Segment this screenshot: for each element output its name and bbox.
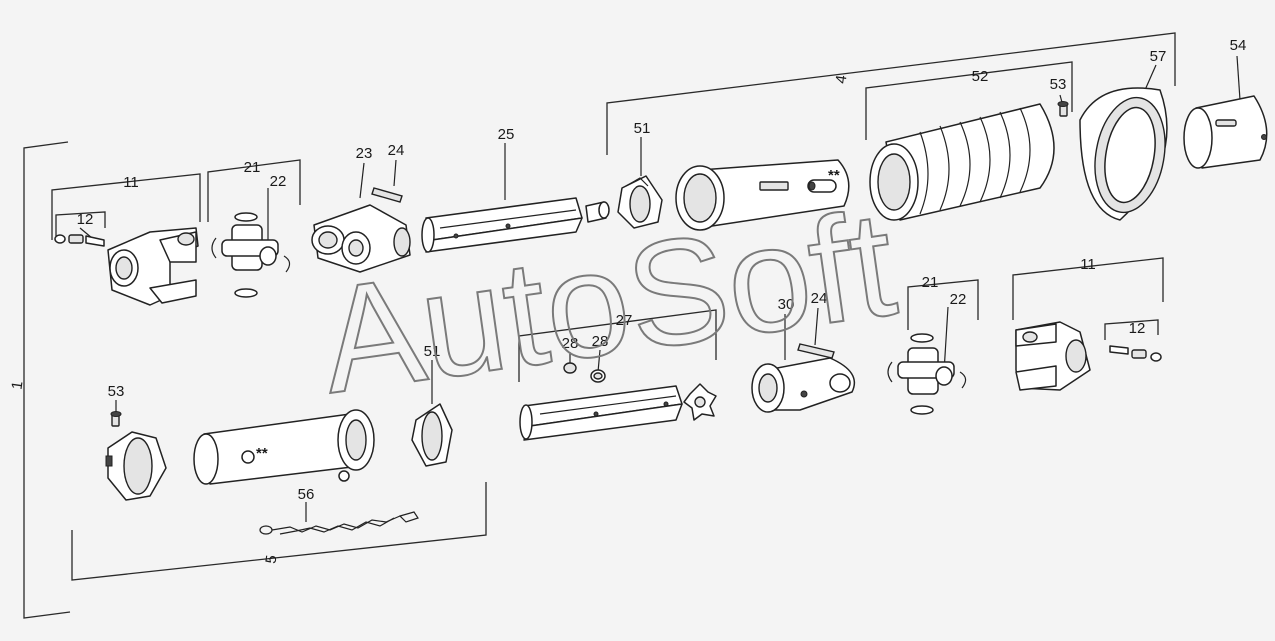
label-11-b: 11 bbox=[1080, 256, 1096, 273]
bracket-5 bbox=[71, 482, 487, 581]
part-12-bolt-a bbox=[54, 234, 105, 247]
part-inner-guard-tube: ** bbox=[193, 409, 375, 485]
label-12-a: 12 bbox=[77, 211, 94, 228]
label-12-b: 12 bbox=[1129, 320, 1146, 337]
part-11-yoke-b bbox=[1015, 321, 1091, 391]
part-24-pin-a bbox=[371, 187, 403, 203]
part-23-yoke-tube bbox=[311, 204, 411, 273]
bracket-52 bbox=[865, 61, 1073, 140]
callout-labels: 1 4 5 11 12 21 22 23 24 25 51 52 53 57 5… bbox=[9, 37, 1247, 565]
bracket-21b bbox=[907, 279, 979, 330]
part-28-grease-nipple-b bbox=[590, 369, 606, 383]
part-21-cross-a bbox=[211, 212, 291, 298]
label-22-b: 22 bbox=[950, 291, 967, 308]
label-54: 54 bbox=[1230, 37, 1247, 54]
label-51-b: 51 bbox=[424, 343, 441, 360]
part-25-profile-tube-inner bbox=[421, 197, 583, 253]
bracket-11b bbox=[1012, 257, 1164, 320]
label-star-outer-tube: ** bbox=[828, 167, 840, 184]
bracket-1 bbox=[23, 141, 71, 619]
label-5: 5 bbox=[263, 554, 281, 565]
label-21-a: 21 bbox=[244, 159, 261, 176]
label-1: 1 bbox=[9, 380, 27, 391]
bracket-12a bbox=[55, 211, 106, 236]
label-30: 30 bbox=[778, 296, 795, 313]
label-57: 57 bbox=[1150, 48, 1167, 65]
label-53-b: 53 bbox=[108, 383, 125, 400]
part-outer-guard-tube: ** bbox=[675, 159, 850, 231]
part-guard-cone-b bbox=[105, 431, 167, 501]
label-11-a: 11 bbox=[123, 174, 139, 191]
label-25: 25 bbox=[498, 126, 515, 143]
part-11-yoke-a bbox=[107, 227, 199, 306]
part-27-profile-tube-outer bbox=[519, 385, 683, 441]
part-53-screw-b bbox=[110, 411, 122, 427]
part-51-guard-cone-a bbox=[617, 175, 663, 229]
bracket-4 bbox=[606, 32, 1176, 155]
part-30-yoke-tube bbox=[751, 357, 856, 413]
part-bushing bbox=[585, 201, 610, 223]
label-53-a: 53 bbox=[1050, 76, 1067, 93]
label-28-a: 28 bbox=[562, 335, 579, 352]
assembly-brackets bbox=[23, 32, 1176, 619]
label-56: 56 bbox=[298, 486, 315, 503]
label-24-a: 24 bbox=[388, 142, 405, 159]
part-53-screw-a bbox=[1057, 101, 1069, 117]
part-28-grease-nipple-a bbox=[563, 362, 577, 374]
label-27: 27 bbox=[616, 312, 633, 329]
part-51-guard-cone-b bbox=[411, 403, 453, 467]
bracket-12b bbox=[1104, 319, 1159, 340]
label-21-b: 21 bbox=[922, 274, 939, 291]
label-52: 52 bbox=[972, 68, 989, 85]
part-12-bolt-b bbox=[1109, 345, 1162, 362]
part-21-cross-b bbox=[887, 333, 967, 415]
label-star-inner-tube: ** bbox=[256, 445, 268, 462]
label-23: 23 bbox=[356, 145, 373, 162]
bracket-27 bbox=[518, 309, 717, 382]
part-52-bellows-cover bbox=[869, 103, 1055, 221]
label-22-a: 22 bbox=[270, 173, 287, 190]
part-24-pin-b bbox=[797, 343, 835, 359]
label-24-b: 24 bbox=[811, 290, 828, 307]
part-56-chain bbox=[259, 511, 419, 535]
part-star-nut bbox=[683, 383, 717, 421]
bracket-21a bbox=[207, 159, 301, 222]
label-4: 4 bbox=[833, 74, 851, 85]
part-54-sleeve bbox=[1183, 95, 1268, 169]
part-57-bearing-ring bbox=[1079, 87, 1168, 221]
label-28-b: 28 bbox=[592, 333, 609, 350]
label-51-a: 51 bbox=[634, 120, 651, 137]
bracket-11a bbox=[51, 173, 201, 240]
